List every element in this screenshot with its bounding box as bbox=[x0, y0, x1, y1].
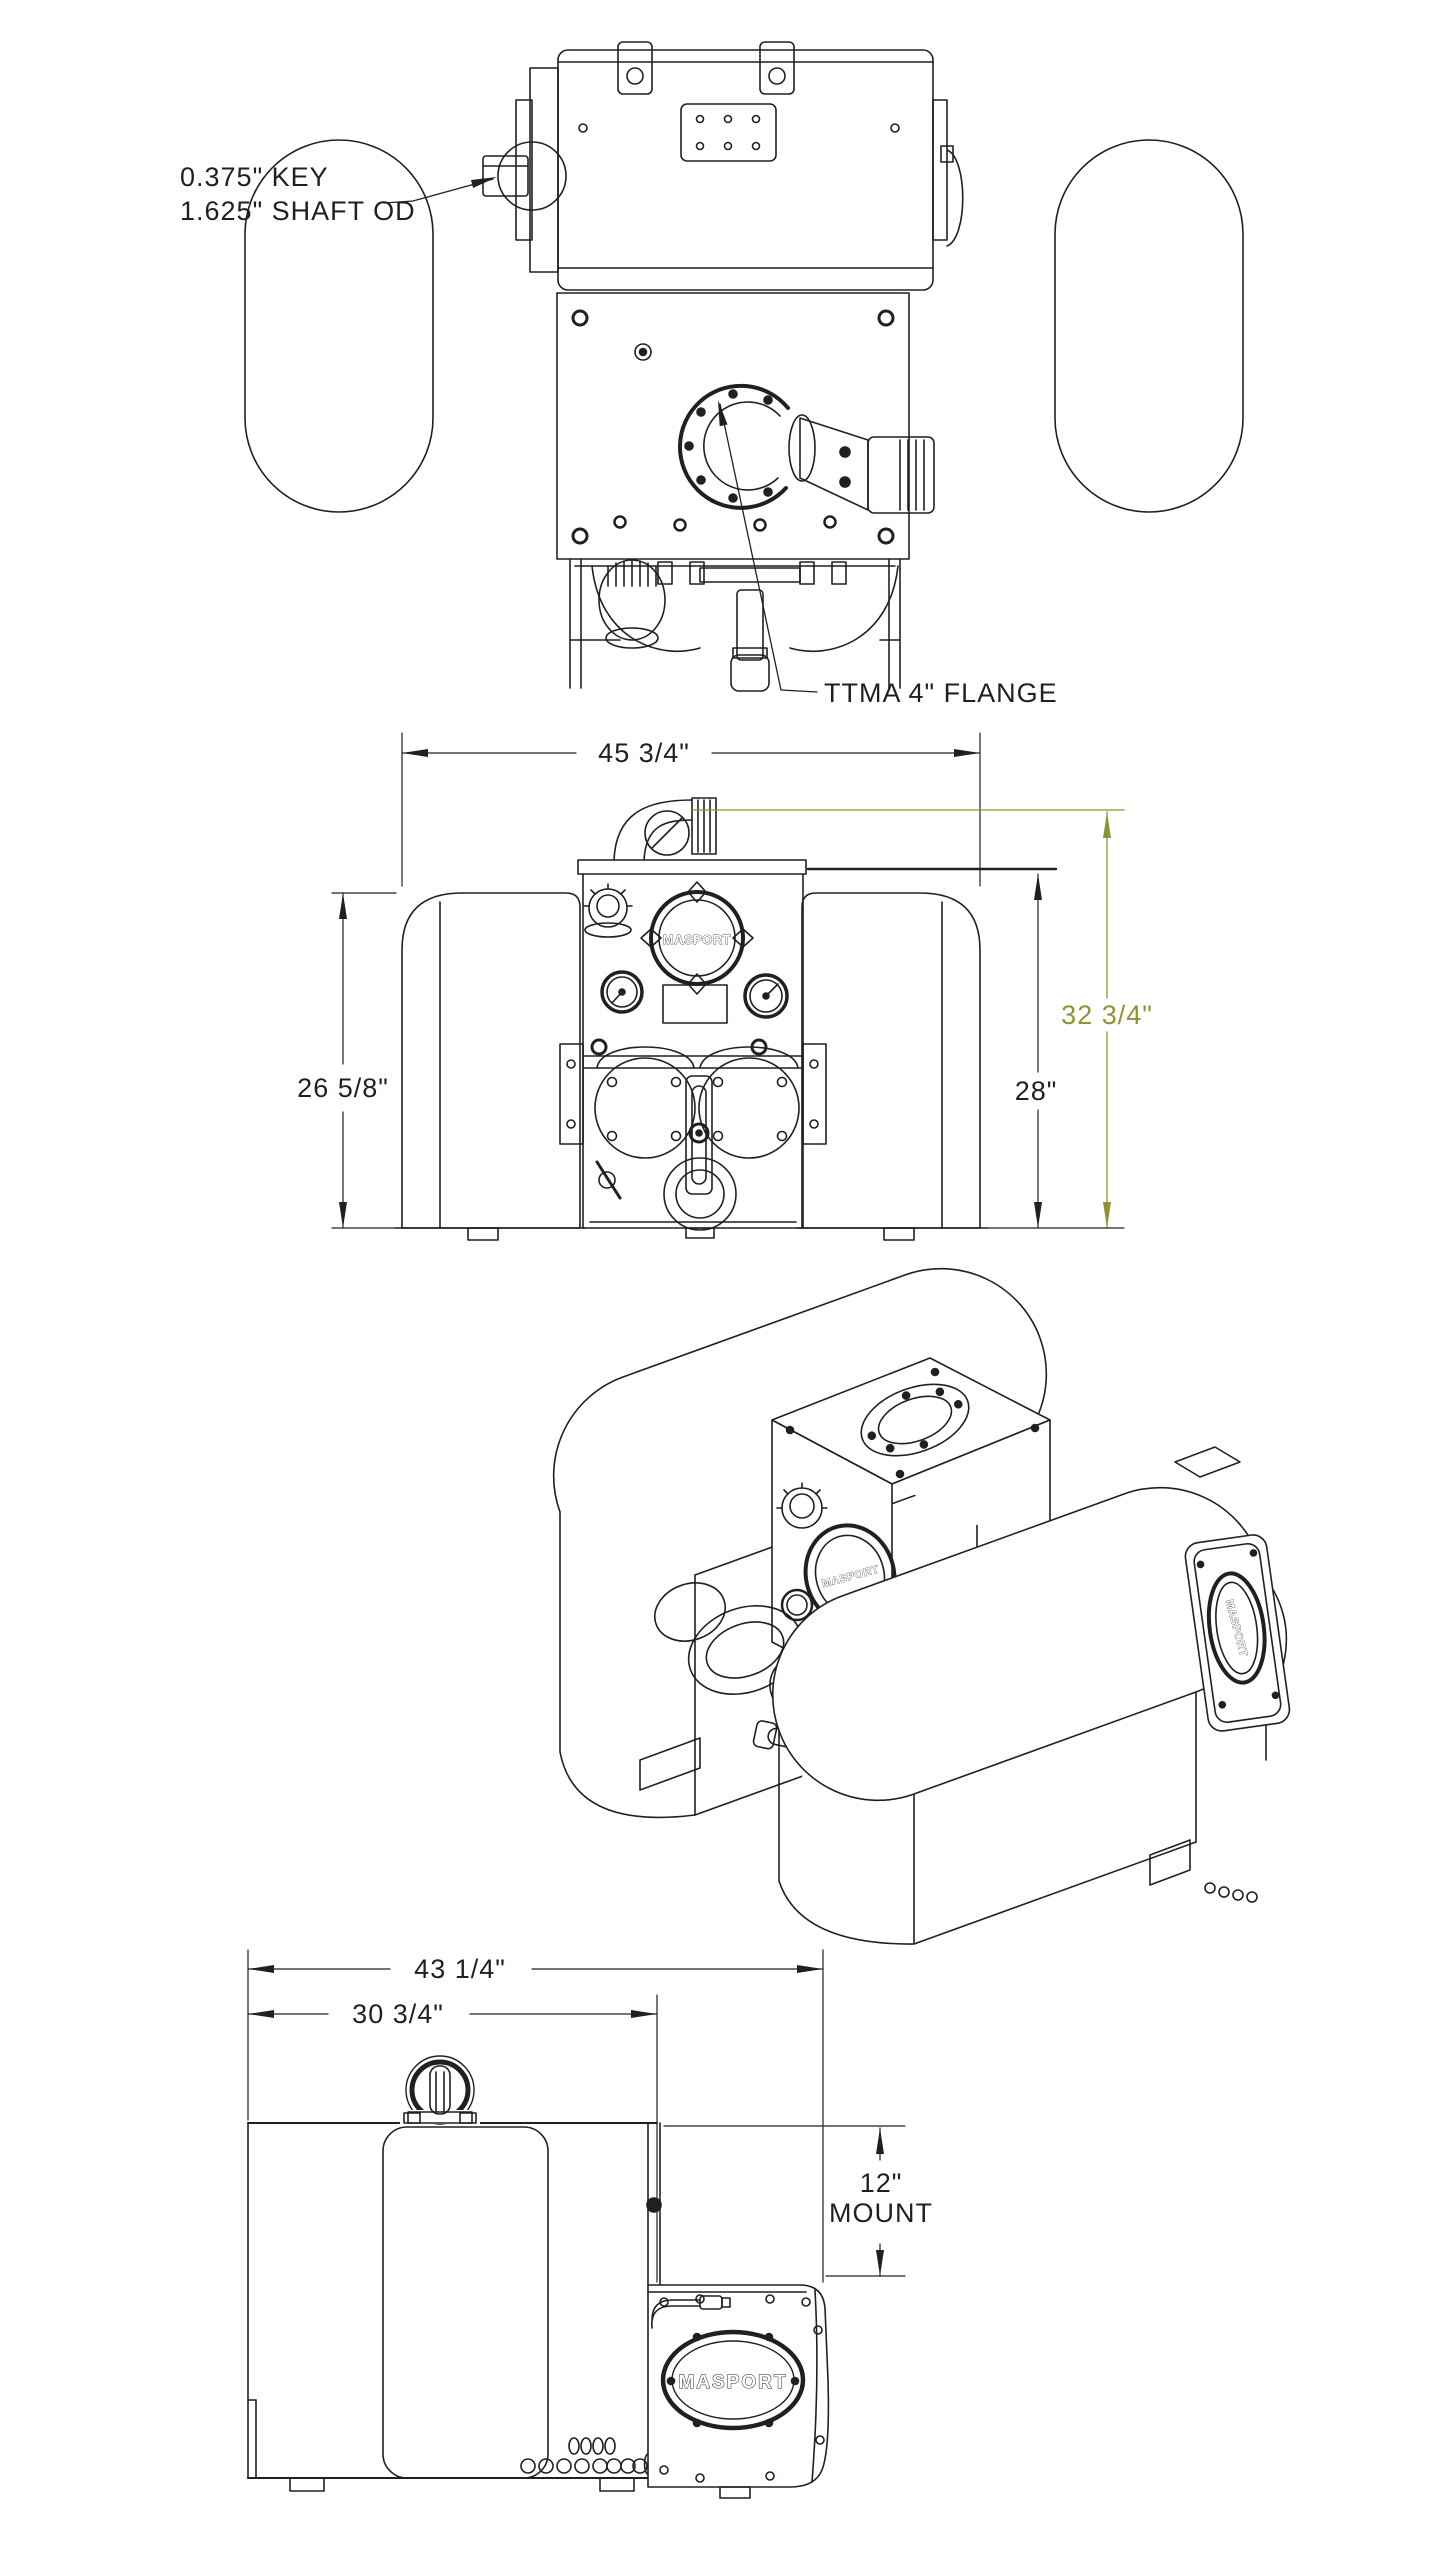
dim-text-32: 32 3/4" bbox=[1061, 1000, 1153, 1030]
dim-length-43 bbox=[247, 1949, 824, 2283]
label-shaft-od: 1.625" SHAFT OD bbox=[180, 196, 416, 226]
side-view bbox=[247, 1949, 906, 2499]
dim-height-32 bbox=[691, 809, 1125, 1229]
discharge-elbow bbox=[799, 417, 869, 511]
dim-text-28: 28" bbox=[1015, 1076, 1058, 1106]
dim-text-43: 43 1/4" bbox=[414, 1954, 506, 1984]
brand-badge-side: MASPORT bbox=[679, 2372, 788, 2393]
label-shaft-key: 0.375" KEY bbox=[180, 162, 329, 192]
tank-right-front bbox=[801, 892, 981, 1229]
tank-right-endview bbox=[1054, 139, 1244, 513]
name-plate bbox=[662, 984, 728, 1024]
mount-plate bbox=[556, 292, 910, 560]
pump-front bbox=[559, 797, 827, 1239]
dim-mount-12 bbox=[663, 2125, 906, 2277]
dim-height-28 bbox=[806, 867, 1058, 1229]
dim-height-26 bbox=[331, 892, 397, 1229]
shaft-leader bbox=[383, 177, 497, 204]
top-view bbox=[244, 41, 1244, 693]
dim-text-mount: MOUNT bbox=[829, 2198, 933, 2228]
dim-length-30 bbox=[247, 1994, 658, 2283]
tank-left-endview bbox=[244, 139, 434, 513]
dim-text-12: 12" bbox=[860, 2168, 903, 2198]
drain-pipe bbox=[736, 589, 764, 661]
isometric-view bbox=[552, 1267, 1291, 1945]
dim-text-30: 30 3/4" bbox=[352, 1999, 444, 2029]
brand-badge-ring bbox=[640, 881, 754, 995]
iso-pump-cover bbox=[1184, 1534, 1291, 1732]
flange-leader bbox=[718, 400, 818, 693]
lower-assembly bbox=[569, 558, 901, 692]
ttma-flange bbox=[677, 383, 935, 514]
side-tank bbox=[247, 2122, 662, 2492]
dim-text-45: 45 3/4" bbox=[598, 738, 690, 768]
side-pump bbox=[647, 2284, 830, 2499]
iso-tank-front bbox=[771, 1486, 1267, 1945]
junction-box bbox=[680, 103, 777, 162]
front-view bbox=[331, 732, 1125, 1241]
brand-badge-front: MASPORT bbox=[663, 932, 732, 947]
label-ttma-flange: TTMA 4" FLANGE bbox=[824, 678, 1058, 708]
shaft-stub bbox=[482, 155, 529, 197]
motor bbox=[482, 41, 964, 291]
side-vent bbox=[400, 2055, 480, 2125]
dim-text-26: 26 5/8" bbox=[297, 1073, 389, 1103]
tank-left-front bbox=[401, 892, 581, 1229]
